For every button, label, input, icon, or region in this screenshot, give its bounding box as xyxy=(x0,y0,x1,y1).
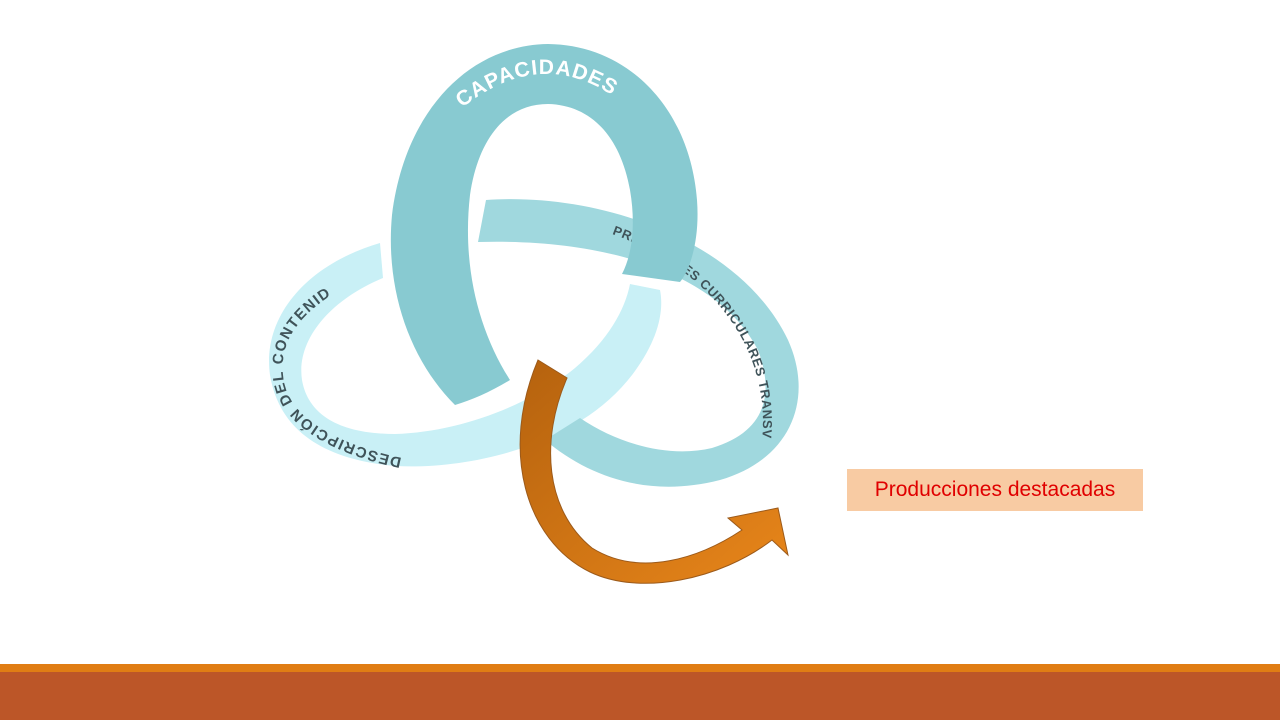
footer-bar xyxy=(0,672,1280,720)
ring-descripcion-shape xyxy=(269,243,662,467)
ring-capacidades-shape xyxy=(390,44,698,405)
ring-capacidades: CAPACIDADES xyxy=(390,44,698,405)
footer-accent-bar xyxy=(0,664,1280,672)
ring-prioridades-shape xyxy=(478,199,799,487)
ring-descripcion-label: DESCRIPCIÓN DEL CONTENIDO xyxy=(0,0,403,471)
producciones-destacadas-callout: Producciones destacadas xyxy=(847,469,1143,511)
curved-arrow-icon xyxy=(519,359,789,584)
